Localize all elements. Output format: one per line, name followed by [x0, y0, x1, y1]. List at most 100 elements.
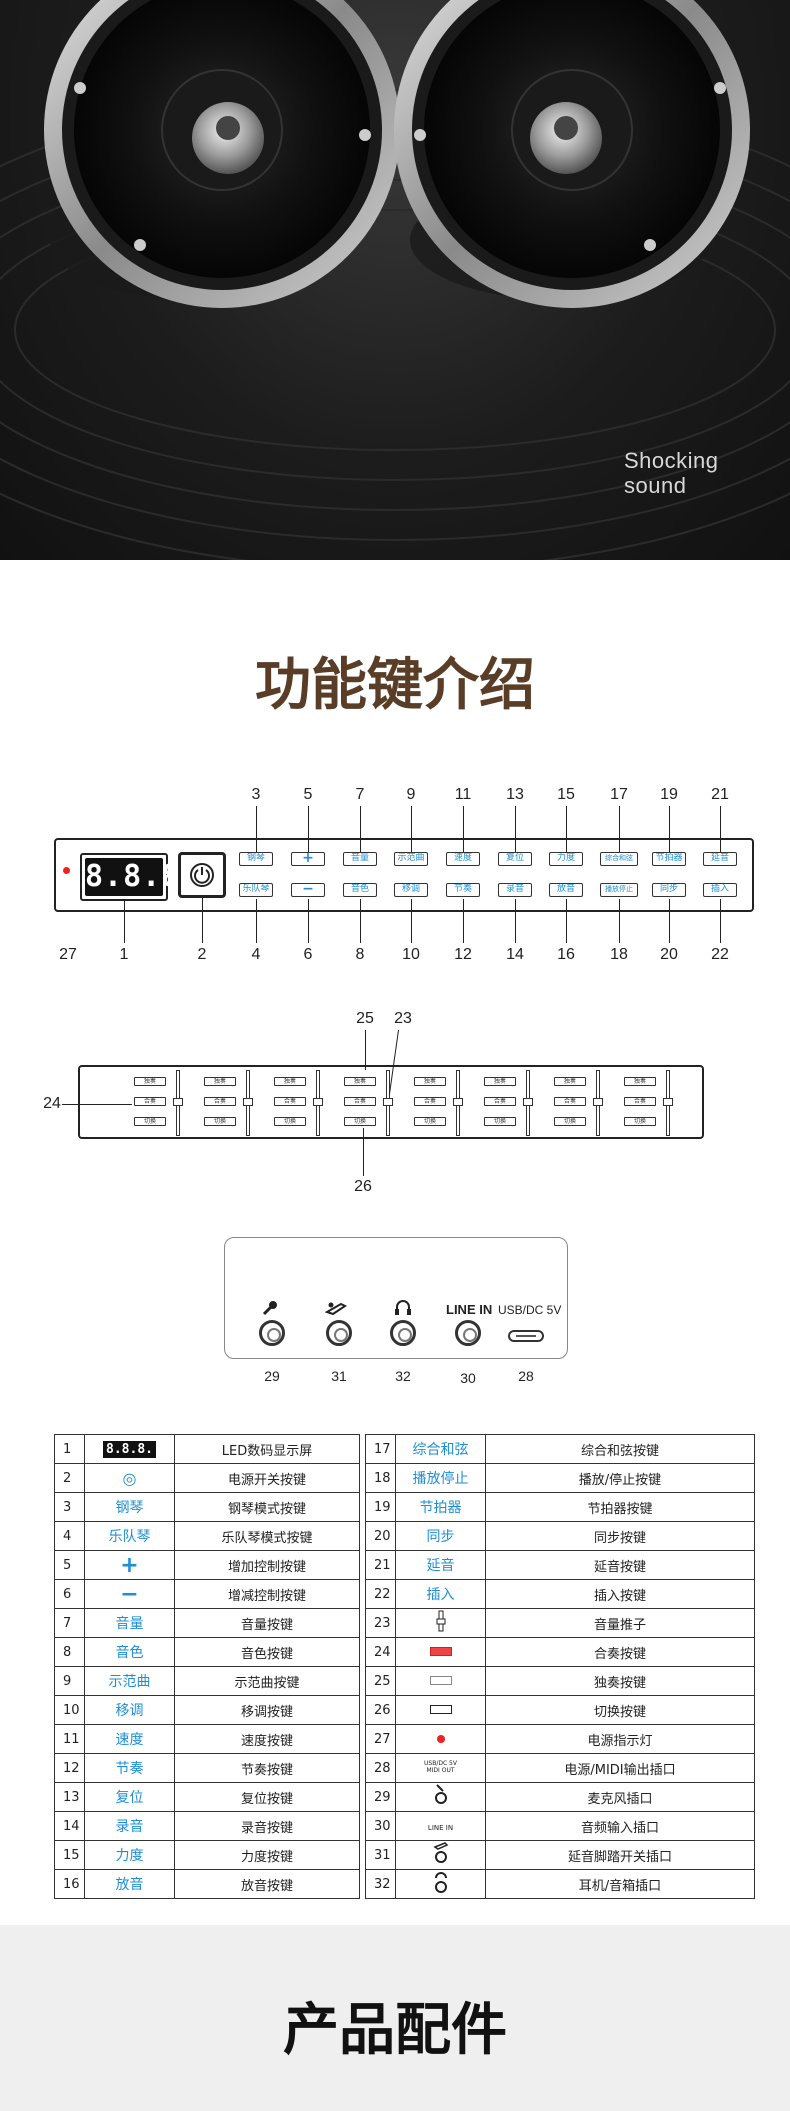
key-top-1[interactable]: +	[291, 852, 325, 866]
key-bottom-0[interactable]: 乐队琴	[239, 883, 273, 897]
callout-bottom-line-3	[411, 899, 412, 943]
mixer-ch1-btn-0[interactable]: 独奏	[134, 1077, 166, 1086]
mixer-ch4-btn-1[interactable]: 合奏	[344, 1097, 376, 1106]
callout-bottom-4: 12	[454, 946, 472, 963]
mixer-ch6-btn-0[interactable]: 独奏	[484, 1077, 516, 1086]
key-top-9[interactable]: 延音	[703, 852, 737, 866]
row-description: LED数码显示屏	[174, 1434, 360, 1464]
row-number: 31	[365, 1840, 396, 1870]
key-top-0[interactable]: 钢琴	[239, 852, 273, 866]
row-symbol: LINE IN	[395, 1811, 486, 1841]
mixer-ch4-btn-0[interactable]: 独奏	[344, 1077, 376, 1086]
callout-top-line-9	[720, 806, 721, 852]
mixer-ch2-btn-2[interactable]: 切换	[204, 1117, 236, 1126]
key-bottom-8[interactable]: 同步	[652, 883, 686, 897]
key-bottom-5[interactable]: 录音	[498, 883, 532, 897]
row-description: 增减控制按键	[174, 1579, 360, 1609]
mixer-ch8-btn-2[interactable]: 切换	[624, 1117, 656, 1126]
key-bottom-3[interactable]: 移调	[394, 883, 428, 897]
callout-top-line-1	[308, 806, 309, 852]
mixer-ch4-btn-2[interactable]: 切换	[344, 1117, 376, 1126]
right-speaker	[394, 0, 750, 308]
mixer-ch8-fader-knob[interactable]	[663, 1098, 673, 1106]
mixer-ch3-btn-1[interactable]: 合奏	[274, 1097, 306, 1106]
key-top-3[interactable]: 示范曲	[394, 852, 428, 866]
key-top-4[interactable]: 速度	[446, 852, 480, 866]
row-description: 播放/停止按键	[485, 1463, 755, 1493]
key-bottom-9[interactable]: 插入	[703, 883, 737, 897]
callout-bottom-line-1	[308, 899, 309, 943]
callout-bottom-5: 14	[506, 946, 524, 963]
led-symbol: 8.8.8.	[103, 1440, 156, 1458]
row-description: 麦克风插口	[485, 1782, 755, 1812]
row-symbol: 乐队琴	[84, 1521, 175, 1551]
key-label-cell: 音量	[115, 1616, 144, 1632]
mixer-ch7-btn-0[interactable]: 独奏	[554, 1077, 586, 1086]
mixer-ch5-btn-1[interactable]: 合奏	[414, 1097, 446, 1106]
mixer-ch1-fader-knob[interactable]	[173, 1098, 183, 1106]
mixer-ch6-fader-knob[interactable]	[523, 1098, 533, 1106]
sustain-pedal-jack[interactable]	[326, 1320, 352, 1346]
mixer-ch1-btn-2[interactable]: 切换	[134, 1117, 166, 1126]
line-in-jack[interactable]	[455, 1320, 481, 1346]
key-bottom-7[interactable]: 播放停止	[600, 883, 638, 897]
microphone-jack[interactable]	[259, 1320, 285, 1346]
mixer-ch5-btn-2[interactable]: 切换	[414, 1117, 446, 1126]
callout-bottom-line-8	[669, 899, 670, 943]
mixer-ch5-btn-0[interactable]: 独奏	[414, 1077, 446, 1086]
row-number: 32	[365, 1869, 396, 1899]
mixer-ch2-btn-1[interactable]: 合奏	[204, 1097, 236, 1106]
row-description: 音量推子	[485, 1608, 755, 1638]
mixer-ch1-btn-1[interactable]: 合奏	[134, 1097, 166, 1106]
control-panel	[54, 838, 754, 912]
mic-jack-icon	[434, 1784, 447, 1804]
mixer-ch7-btn-2[interactable]: 切换	[554, 1117, 586, 1126]
usb-port[interactable]	[508, 1330, 544, 1342]
key-top-6[interactable]: 力度	[549, 852, 583, 866]
key-bottom-6[interactable]: 放音	[549, 883, 583, 897]
mixer-ch5-fader-knob[interactable]	[453, 1098, 463, 1106]
key-bottom-4[interactable]: 节奏	[446, 883, 480, 897]
mixer-ch2-fader-knob[interactable]	[243, 1098, 253, 1106]
row-description: 音量按键	[174, 1608, 360, 1638]
key-top-2[interactable]: 音量	[343, 852, 377, 866]
mixer-ch7-btn-1[interactable]: 合奏	[554, 1097, 586, 1106]
mixer-ch8-btn-0[interactable]: 独奏	[624, 1077, 656, 1086]
callout-bottom-line-5	[515, 899, 516, 943]
line-in-label: LINE IN	[446, 1302, 493, 1317]
row-number: 30	[365, 1811, 396, 1841]
callout-bottom-8: 20	[660, 946, 678, 963]
mixer-ch8-btn-1[interactable]: 合奏	[624, 1097, 656, 1106]
mixer-ch3-fader-knob[interactable]	[313, 1098, 323, 1106]
power-button[interactable]	[178, 852, 226, 898]
mixer-ch7-fader-knob[interactable]	[593, 1098, 603, 1106]
tagline-line-2: sound	[624, 473, 687, 498]
headphone-jack[interactable]	[390, 1320, 416, 1346]
row-symbol: 放音	[84, 1869, 175, 1899]
tagline-line-1: Shocking	[624, 448, 719, 473]
mixer-ch3-btn-0[interactable]: 独奏	[274, 1077, 306, 1086]
row-symbol	[395, 1666, 486, 1696]
mixer-ch4-fader-knob[interactable]	[383, 1098, 393, 1106]
key-top-7[interactable]: 综合和弦	[600, 852, 638, 866]
mixer-ch6-btn-1[interactable]: 合奏	[484, 1097, 516, 1106]
key-top-8[interactable]: 节拍器	[652, 852, 686, 866]
row-symbol	[395, 1724, 486, 1754]
mixer-ch2-btn-0[interactable]: 独奏	[204, 1077, 236, 1086]
power-icon	[190, 863, 214, 887]
row-description: 独奏按键	[485, 1666, 755, 1696]
callout-top-0: 3	[251, 786, 261, 803]
callout-bottom-6: 16	[557, 946, 575, 963]
key-bottom-1[interactable]: −	[291, 883, 325, 897]
mixer-ch3-btn-2[interactable]: 切换	[274, 1117, 306, 1126]
row-symbol: 复位	[84, 1782, 175, 1812]
row-description: 插入按键	[485, 1579, 755, 1609]
mixer-ch6-btn-2[interactable]: 切换	[484, 1117, 516, 1126]
key-bottom-2[interactable]: 音色	[343, 883, 377, 897]
key-label-cell: 速度	[115, 1732, 144, 1748]
key-top-5[interactable]: 复位	[498, 852, 532, 866]
